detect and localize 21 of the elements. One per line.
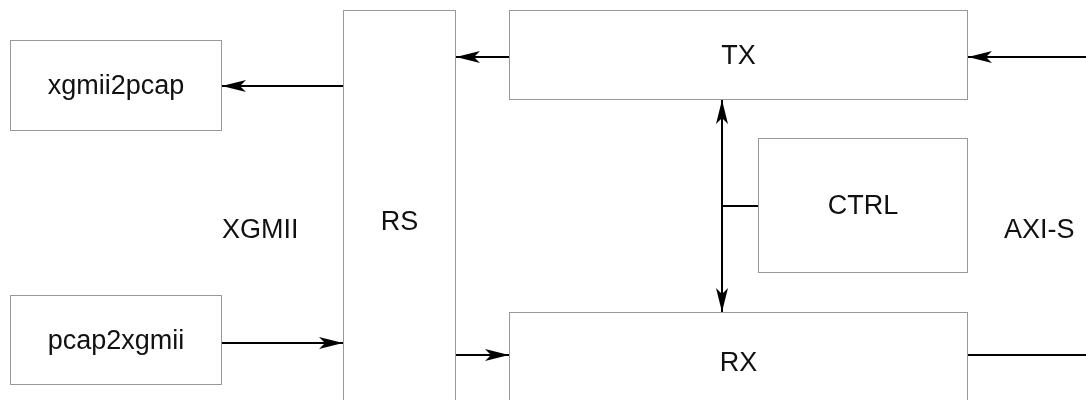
node-label: TX <box>721 39 756 71</box>
arrow <box>455 51 510 63</box>
process-box <box>10 295 222 385</box>
block-box <box>758 138 968 273</box>
arrow <box>716 205 759 313</box>
block-box <box>343 10 456 400</box>
node-label: xgmii2pcap <box>47 70 185 101</box>
block-box <box>509 10 968 100</box>
connector-line <box>967 354 1086 356</box>
node-label: RS <box>380 206 419 237</box>
arrow <box>221 80 344 92</box>
block-box <box>509 312 968 400</box>
arrow <box>221 337 344 349</box>
node-label: RX <box>719 346 758 378</box>
process-box <box>10 40 222 131</box>
interface-label: XGMII <box>222 214 299 245</box>
node-label: CTRL <box>827 190 899 221</box>
arrow <box>455 349 510 361</box>
arrow <box>967 51 1086 63</box>
interface-label: AXI-S <box>1004 214 1075 245</box>
node-label: pcap2xgmii <box>47 324 185 356</box>
